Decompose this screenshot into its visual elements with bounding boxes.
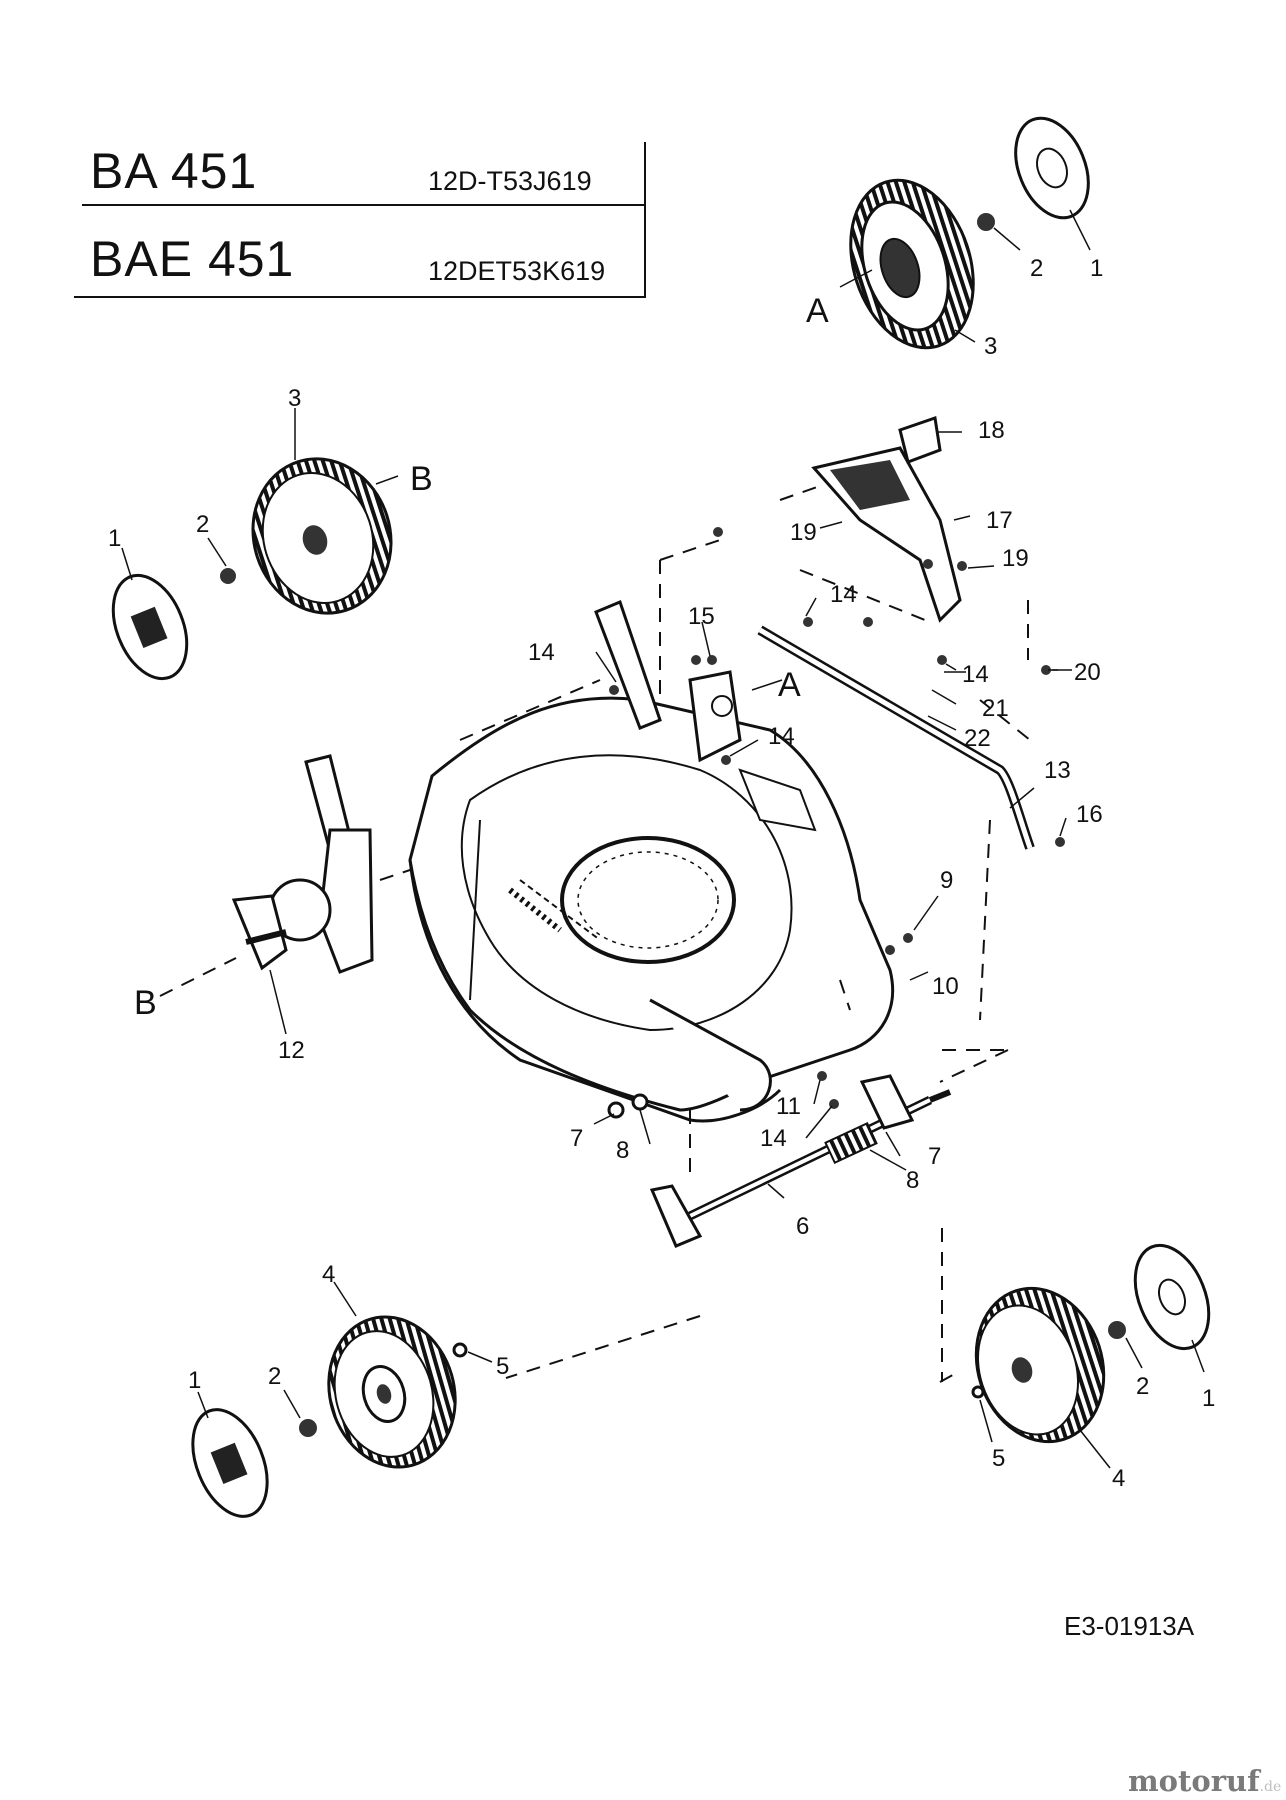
callout-2: 2 bbox=[1030, 255, 1043, 282]
callout-1: 1 bbox=[1202, 1385, 1215, 1412]
model-row: BA 451 12D-T53J619 bbox=[74, 138, 646, 218]
callout-8: 8 bbox=[906, 1167, 919, 1194]
washer-5-left bbox=[452, 1342, 468, 1358]
callout-4: 4 bbox=[322, 1261, 335, 1288]
callout-2: 2 bbox=[1136, 1373, 1149, 1400]
catch-18 bbox=[898, 416, 942, 464]
fasteners bbox=[607, 527, 1065, 1119]
wheel-assembly-top-right bbox=[839, 116, 1091, 350]
front-axle-6 bbox=[649, 1074, 952, 1248]
nut-2-left bbox=[220, 568, 236, 584]
callout-13: 13 bbox=[1044, 757, 1071, 784]
callout-8: 8 bbox=[616, 1137, 629, 1164]
callout-14: 14 bbox=[528, 639, 555, 666]
callout-12: 12 bbox=[278, 1037, 305, 1064]
callout-6: 6 bbox=[796, 1213, 809, 1240]
callout-3: 3 bbox=[984, 333, 997, 360]
deck-motor-opening bbox=[560, 836, 736, 964]
wheel-assembly-top-left bbox=[111, 408, 399, 681]
model-code: 12D-T53J619 bbox=[428, 166, 592, 196]
callout-22: 22 bbox=[964, 725, 991, 752]
watermark-brand: motoruf bbox=[1128, 1764, 1260, 1798]
callout-14: 14 bbox=[760, 1125, 787, 1152]
callout-1: 1 bbox=[188, 1367, 201, 1394]
nut-2-bottom-right bbox=[1108, 1321, 1126, 1339]
callout-B: B bbox=[134, 984, 157, 1022]
model-name: BAE 451 bbox=[90, 231, 295, 287]
washer-5-right bbox=[971, 1385, 985, 1399]
callout-10: 10 bbox=[932, 973, 959, 1000]
model-code: 12DET53K619 bbox=[428, 256, 606, 286]
callout-20: 20 bbox=[1074, 659, 1101, 686]
callout-16: 16 bbox=[1076, 801, 1103, 828]
nut-2-top bbox=[977, 213, 995, 231]
watermark: motoruf.de bbox=[1128, 1764, 1281, 1798]
assembly-lines bbox=[159, 485, 1031, 1383]
callout-14: 14 bbox=[768, 723, 795, 750]
model-table: BA 451 12D-T53J619 BAE 451 12DET53K619 bbox=[74, 138, 646, 298]
callout-4: 4 bbox=[1112, 1465, 1125, 1492]
callout-7: 7 bbox=[928, 1143, 941, 1170]
mower-deck bbox=[408, 696, 895, 1123]
callout-leaders bbox=[269, 431, 1072, 1199]
callout-21: 21 bbox=[982, 695, 1009, 722]
wheel-assembly-bottom-left bbox=[191, 1281, 493, 1518]
callout-labels: 1 2 3 A 3 B 2 1 18 17 19 19 14 15 14 A 1… bbox=[108, 255, 1215, 1492]
callout-B: B bbox=[410, 460, 433, 498]
callout-3: 3 bbox=[288, 385, 301, 412]
table-divider bbox=[74, 296, 646, 298]
height-adjust-lever-left bbox=[594, 599, 742, 763]
rear-handle-bar-13 bbox=[757, 625, 1035, 850]
callout-7: 7 bbox=[570, 1125, 583, 1152]
height-adjust-lever-12 bbox=[231, 754, 374, 974]
callout-2: 2 bbox=[196, 511, 209, 538]
callout-14: 14 bbox=[962, 661, 989, 688]
callout-11: 11 bbox=[776, 1093, 801, 1120]
table-divider bbox=[644, 142, 646, 298]
callout-5: 5 bbox=[496, 1353, 509, 1380]
table-divider bbox=[82, 204, 644, 206]
callout-14: 14 bbox=[830, 581, 857, 608]
wheel-assembly-bottom-right bbox=[971, 1243, 1211, 1469]
callout-2: 2 bbox=[268, 1363, 281, 1390]
model-row: BAE 451 12DET53K619 bbox=[74, 230, 646, 310]
callout-19: 19 bbox=[790, 519, 817, 546]
callout-1: 1 bbox=[1090, 255, 1103, 282]
callout-18: 18 bbox=[978, 417, 1005, 444]
drawing-reference-code: E3-01913A bbox=[1064, 1611, 1195, 1641]
callout-1: 1 bbox=[108, 525, 121, 552]
model-name: BA 451 bbox=[90, 143, 258, 199]
callout-A: A bbox=[778, 666, 801, 704]
callout-A: A bbox=[806, 292, 829, 330]
nut-2-bottom-left bbox=[299, 1419, 317, 1437]
callout-9: 9 bbox=[940, 867, 953, 894]
callout-19: 19 bbox=[1002, 545, 1029, 572]
watermark-suffix: .de bbox=[1259, 1779, 1282, 1795]
callout-17: 17 bbox=[986, 507, 1013, 534]
callout-15: 15 bbox=[688, 603, 715, 630]
callout-5: 5 bbox=[992, 1445, 1005, 1472]
